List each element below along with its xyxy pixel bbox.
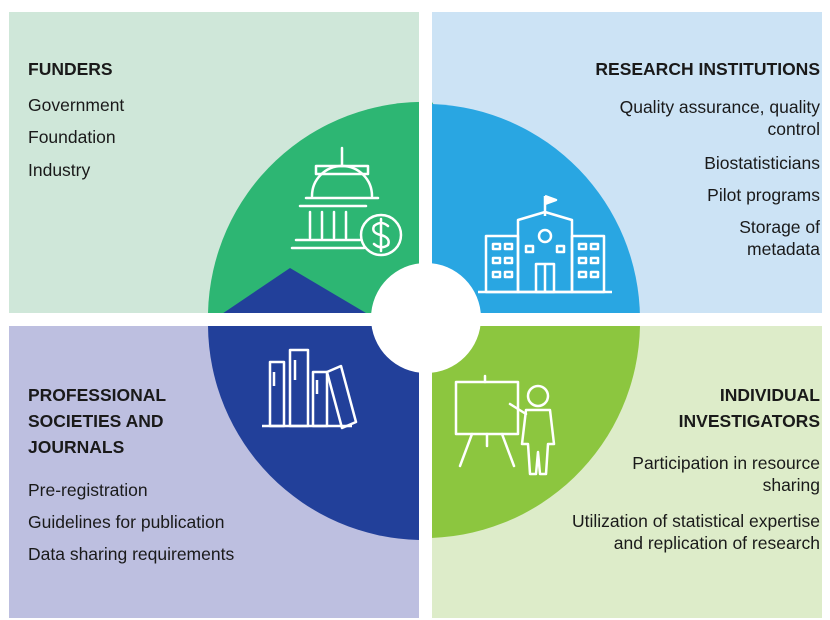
professional-item-preregistration: Pre-registration [28, 480, 148, 500]
funders-heading: FUNDERS [28, 59, 113, 79]
professional-item-guidelines: Guidelines for publication [28, 512, 225, 532]
professional-heading-line-1: PROFESSIONAL [28, 385, 167, 405]
investigators-heading-line-1: INDIVIDUAL [719, 385, 820, 405]
professional-item-data-sharing: Data sharing requirements [28, 544, 235, 564]
capitol-dollar-icon [290, 146, 403, 257]
presenter-board-icon [454, 374, 556, 476]
research-item-pilot-programs: Pilot programs [707, 185, 820, 205]
funders-item-foundation: Foundation [28, 127, 116, 147]
investigators-heading-line-2: INVESTIGATORS [678, 411, 820, 431]
funders-item-government: Government [28, 95, 125, 115]
individual-investigators-wedge [380, 326, 640, 539]
professional-heading-line-2: SOCIETIES AND [28, 411, 164, 431]
research-institutions-heading: RESEARCH INSTITUTIONS [595, 59, 820, 79]
professional-heading-line-3: JOURNALS [28, 437, 125, 457]
research-institutions-wedge [432, 104, 640, 372]
investigators-item-participation: Participation in resource sharing [632, 453, 820, 495]
school-building-icon [478, 194, 612, 294]
funders-wedge [208, 101, 478, 313]
research-item-biostatisticians: Biostatisticians [704, 153, 820, 173]
funders-item-industry: Industry [28, 160, 91, 180]
research-item-quality: Quality assurance, quality control [619, 97, 820, 139]
books-icon [262, 348, 358, 430]
investigators-item-utilization: Utilization of statistical expertise and… [571, 511, 820, 553]
research-item-storage-metadata: Storage of metadata [739, 217, 820, 259]
center-circle [371, 263, 481, 373]
